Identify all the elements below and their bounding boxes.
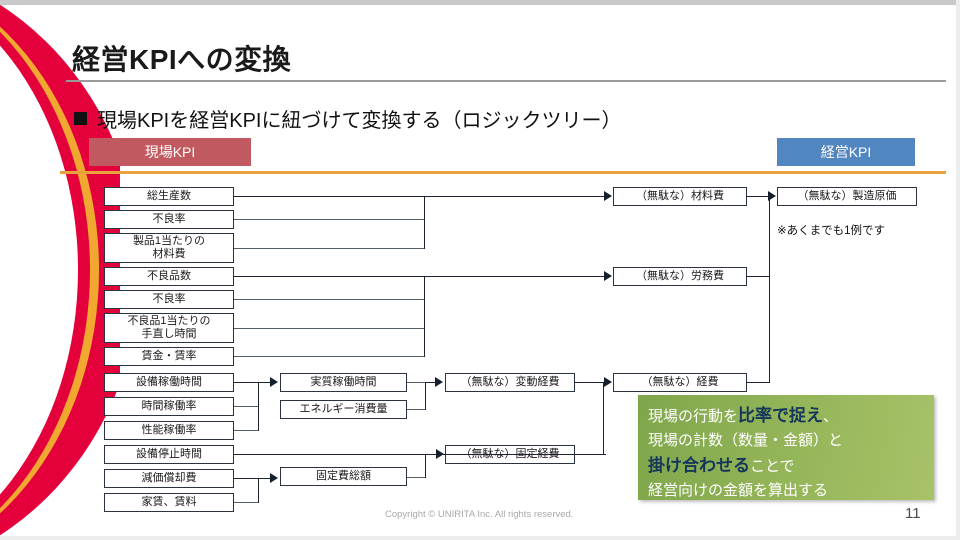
arrow-to-zairyohi: [604, 191, 612, 201]
node-seihin1atari-zairyohi[interactable]: 製品1当たりの 材料費: [104, 233, 234, 263]
connector-e-stub-2: [575, 454, 603, 456]
connector-d2-bracket: [425, 454, 427, 478]
connector-d-stub-2: [234, 502, 258, 504]
tag-genba-kpi: 現場KPI: [89, 138, 251, 166]
square-bullet-icon: [74, 112, 87, 125]
connector-a-bracket: [424, 196, 426, 249]
summary-callout: 現場の行動を比率で捉え、 現場の計数（数量・金額）と 掛け合わせることで 経営向…: [638, 395, 934, 500]
node-seinokadoritsu[interactable]: 性能稼働率: [104, 421, 234, 440]
callout-line-3: 掛け合わせることで: [648, 453, 934, 479]
connector-b-stub-4: [234, 356, 424, 358]
connector-a-stub-1: [234, 196, 424, 198]
arrow-to-keihi: [604, 377, 612, 387]
node-genkashokyakuhi[interactable]: 減価償却費: [104, 469, 234, 488]
node-line1: 不良品1当たりの: [127, 314, 211, 327]
callout-line1-a: 現場の行動を: [648, 408, 739, 425]
connector-a-stub-3: [234, 248, 424, 250]
connector-e-bracket: [603, 382, 605, 455]
arrow-to-koteihisougaku: [270, 473, 278, 483]
node-hendokeihi[interactable]: （無駄な）変動経費: [445, 373, 575, 392]
node-line1: 製品1当たりの: [132, 234, 206, 247]
node-furyoritsu-2[interactable]: 不良率: [104, 290, 234, 309]
callout-emphasis-multiply: 掛け合わせる: [648, 455, 750, 475]
connector-d-trunk: [258, 478, 272, 480]
node-koteihisougaku[interactable]: 固定費総額: [280, 467, 407, 486]
node-furyohin1atari-tenaoshi[interactable]: 不良品1当たりの 手直し時間: [104, 313, 234, 343]
connector-c-stub-2: [234, 406, 258, 408]
node-chingin-chinritsu[interactable]: 賃金・賃率: [104, 347, 234, 366]
node-energy-shohiryo[interactable]: エネルギー消費量: [280, 400, 407, 419]
callout-line-1: 現場の行動を比率で捉え、: [648, 403, 934, 429]
arrow-to-romuhi: [604, 271, 612, 281]
callout-emphasis-ratio: 比率で捉え: [738, 406, 824, 425]
connector-f-stub-2: [747, 276, 769, 278]
connector-c2-stub-2: [407, 409, 425, 411]
connector-a-trunk: [424, 196, 606, 198]
connector-b-stub-1: [234, 276, 424, 278]
callout-line1-c: 、: [823, 408, 839, 425]
node-yachin-chinryo[interactable]: 家賃、賃料: [104, 493, 234, 512]
connector-d-direct: [234, 454, 606, 456]
connector-f-stub-3: [747, 382, 769, 384]
tag-keiei-kpi: 経営KPI: [777, 138, 915, 166]
page-number: 11: [905, 505, 921, 522]
node-line2: 手直し時間: [141, 328, 197, 340]
page-title: 経営KPIへの変換: [72, 44, 292, 75]
callout-line3-b: ことで: [750, 457, 795, 475]
node-keihi[interactable]: （無駄な）経費: [613, 373, 747, 392]
connector-c-stub-3: [234, 430, 258, 432]
node-jisshitsukadojikan[interactable]: 実質稼働時間: [280, 373, 407, 392]
deco-gold-arc: [0, 0, 99, 540]
connector-c-stub-1: [234, 382, 258, 384]
connector-b-bracket: [424, 276, 426, 357]
example-note: ※あくまでも1例です: [777, 225, 886, 237]
node-furyohinsu[interactable]: 不良品数: [104, 267, 234, 286]
bullet-text: 現場KPIを経営KPIに紐づけて変換する（ロジックツリー）: [97, 110, 622, 132]
top-border: [0, 0, 960, 5]
connector-d2-stub: [407, 477, 425, 479]
gold-divider: [60, 171, 946, 174]
connector-b-stub-3: [234, 328, 424, 330]
arrow-to-koteikeihi-direct: [436, 449, 444, 459]
bullet-row: 現場KPIを経営KPIに紐づけて変換する（ロジックツリー）: [74, 104, 621, 133]
connector-c-bracket: [258, 382, 260, 431]
bottom-border: [0, 536, 960, 540]
callout-line-4: 経営向けの金額を算出する: [648, 481, 829, 499]
connector-c2-bracket: [425, 382, 427, 410]
connector-e-trunk: [597, 382, 607, 384]
connector-f-stub-1: [747, 196, 769, 198]
connector-e-stub-1: [575, 382, 603, 384]
node-furyoritsu-1[interactable]: 不良率: [104, 210, 234, 229]
decorative-left-edge: [0, 0, 120, 540]
connector-c2-trunk: [425, 382, 437, 384]
connector-b-stub-2: [234, 299, 424, 301]
arrow-to-seizogenka: [768, 191, 776, 201]
node-soseisansu[interactable]: 総生産数: [104, 187, 234, 206]
arrow-to-jisshitsukado: [270, 377, 278, 387]
node-setsubiteishijikan[interactable]: 設備停止時間: [104, 445, 234, 464]
node-jikankadoritsu[interactable]: 時間稼働率: [104, 397, 234, 416]
copyright-text: Copyright © UNIRITA Inc. All rights rese…: [385, 509, 574, 520]
node-romuhi[interactable]: （無駄な）労務費: [613, 267, 747, 286]
connector-d-bracket: [258, 478, 260, 503]
node-line2: 材料費: [152, 248, 186, 260]
right-border: [956, 0, 960, 540]
connector-a-stub-2: [234, 219, 424, 221]
arrow-to-hendokeihi: [435, 377, 443, 387]
node-zairyohi[interactable]: （無駄な）材料費: [613, 187, 747, 206]
connector-c2-stub-1: [407, 382, 425, 384]
node-setsubikadojikan[interactable]: 設備稼働時間: [104, 373, 234, 392]
callout-line-2: 現場の計数（数量・金額）と: [648, 432, 844, 450]
connector-f-bracket: [769, 196, 771, 383]
title-divider: [66, 80, 946, 82]
connector-d-stub-1: [234, 478, 258, 480]
connector-c-trunk: [258, 382, 272, 384]
node-seizogenka[interactable]: （無駄な）製造原価: [777, 187, 917, 206]
connector-b-trunk: [424, 276, 606, 278]
